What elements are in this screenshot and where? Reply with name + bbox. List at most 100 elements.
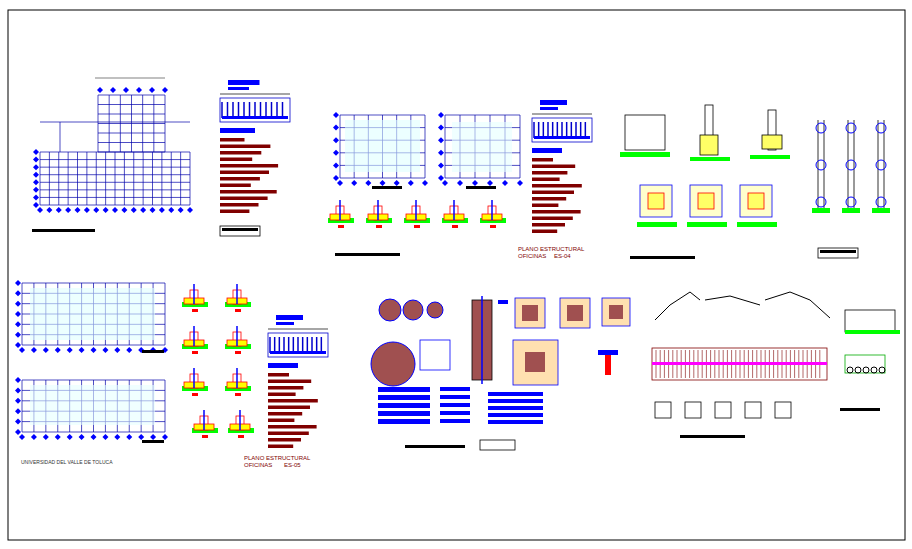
axis-marker <box>394 180 400 186</box>
note-text-bar <box>220 138 245 142</box>
axis-marker <box>517 180 523 186</box>
grid-line <box>236 326 238 346</box>
note-text-bar <box>268 380 311 384</box>
axis-marker <box>438 150 444 156</box>
title-bar <box>820 250 856 253</box>
grid-line <box>161 152 162 205</box>
small-detail <box>655 402 671 418</box>
axis-marker <box>365 180 371 186</box>
rebar-ring <box>816 160 826 170</box>
soil-line <box>687 222 727 227</box>
rebar-ring <box>816 197 826 207</box>
rebar-ring <box>879 367 885 373</box>
axis-marker <box>67 434 73 440</box>
note-text-bar <box>268 425 317 429</box>
axis-marker <box>15 301 21 307</box>
axis-marker <box>123 87 129 93</box>
detail-tag <box>452 225 458 228</box>
grid-line <box>552 122 554 138</box>
grid-line <box>86 152 87 205</box>
small-detail <box>775 402 791 418</box>
axis-marker <box>438 137 444 143</box>
grid-line <box>575 122 577 138</box>
title-bar <box>630 256 695 259</box>
grid-line <box>221 102 223 118</box>
grid-line <box>339 200 341 220</box>
axis-marker <box>15 332 21 338</box>
axis-marker <box>150 207 156 213</box>
detail-tag <box>192 351 198 354</box>
axis-marker <box>103 207 109 213</box>
title-block <box>220 226 260 236</box>
note-text-bar <box>440 395 470 399</box>
slab-hatch <box>30 288 155 340</box>
axis-marker <box>55 434 61 440</box>
axis-marker <box>442 180 448 186</box>
axis-marker <box>351 180 357 186</box>
axis-marker <box>114 347 120 353</box>
small-detail <box>745 402 761 418</box>
sheet-title: ES-04 <box>553 253 572 260</box>
detail-tag <box>235 309 241 312</box>
column-core <box>748 193 764 209</box>
grid-line <box>854 120 855 210</box>
pile-section <box>379 299 401 321</box>
grid-line <box>533 122 535 138</box>
axis-marker <box>15 377 21 383</box>
axis-marker <box>502 180 508 186</box>
callout-bar <box>498 300 508 304</box>
axis-marker <box>19 347 25 353</box>
title-block <box>480 440 515 450</box>
grid-line <box>585 122 587 138</box>
grid-line <box>152 152 153 205</box>
grid-line <box>232 102 234 118</box>
grid-line <box>547 122 549 138</box>
grid-line <box>265 102 267 118</box>
axis-marker <box>159 207 165 213</box>
grid-line <box>193 326 195 346</box>
axis-marker <box>438 175 444 181</box>
axis-marker <box>33 172 39 178</box>
grid-line <box>824 120 825 210</box>
note-text-bar <box>220 164 278 168</box>
rebar-ring <box>863 367 869 373</box>
note-text-bar <box>378 395 430 400</box>
axis-marker <box>43 347 49 353</box>
axis-marker <box>15 342 21 348</box>
soil-line <box>812 208 830 213</box>
note-text-bar <box>488 392 543 396</box>
axis-marker <box>79 434 85 440</box>
grid-line <box>271 102 273 118</box>
note-text-bar <box>268 412 302 416</box>
note-text-bar <box>220 145 270 149</box>
title-bar <box>142 350 164 353</box>
column-core <box>648 193 664 209</box>
note-text-bar <box>440 411 470 415</box>
axis-marker <box>472 180 478 186</box>
axis-marker <box>187 207 193 213</box>
axis-marker <box>84 207 90 213</box>
sheet-title: ES-05 <box>283 462 302 469</box>
grid-line <box>193 368 195 388</box>
grid-line <box>243 102 245 118</box>
grid-line <box>58 152 59 205</box>
axis-marker <box>15 419 21 425</box>
spec-header <box>228 80 260 85</box>
spec-table <box>222 116 288 119</box>
rebar-ring <box>871 367 877 373</box>
grid-line <box>415 200 417 220</box>
soil-line <box>872 208 890 213</box>
column-section <box>690 185 722 217</box>
axis-marker <box>15 408 21 414</box>
note-text-bar <box>488 406 543 410</box>
axis-marker <box>333 162 339 168</box>
rebar-table <box>420 340 450 370</box>
grid-line <box>236 284 238 304</box>
grid-line <box>249 102 251 118</box>
axis-marker <box>422 180 428 186</box>
axis-marker <box>178 207 184 213</box>
axis-marker <box>138 434 144 440</box>
rebar-ring <box>846 123 856 133</box>
grid-line <box>288 337 290 353</box>
axis-marker <box>31 347 37 353</box>
